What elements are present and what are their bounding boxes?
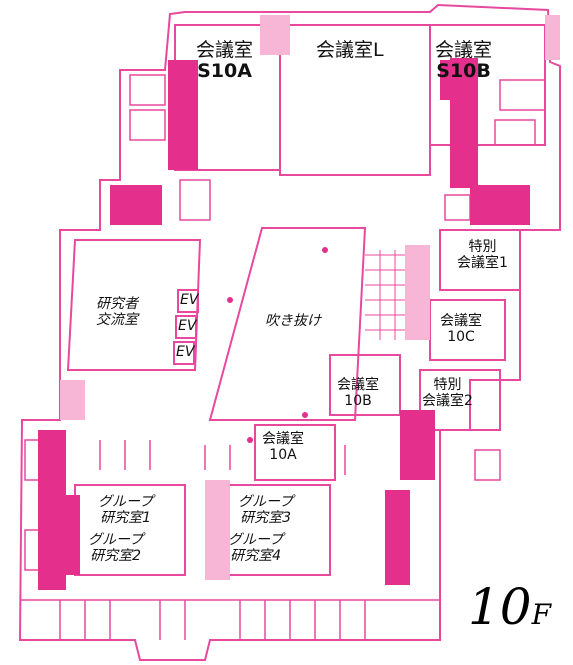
stair-hatch — [365, 250, 410, 340]
room-l-label: 会議室L — [316, 39, 384, 61]
floor-suffix: F — [531, 598, 552, 631]
room-group3-label: グループ 研究室3 — [238, 494, 294, 526]
ev-box-3 — [173, 341, 195, 365]
ev-box-1 — [177, 289, 199, 313]
ev-label-3: EV — [176, 344, 195, 360]
floor-indicator: 10F — [468, 578, 551, 636]
light-tone — [60, 15, 560, 580]
ev-box-2 — [175, 315, 197, 339]
room-group2-label: グループ 研究室2 — [88, 532, 144, 564]
solid-blocks — [38, 58, 530, 590]
lounge-outline — [66, 239, 202, 371]
room-s10a-label: 会議室 S10A — [196, 39, 254, 83]
room-kenkyusha-label: 研究者 交流室 — [96, 296, 138, 328]
tokubetsu2-outline — [419, 369, 501, 431]
ev-label-2: EV — [178, 318, 197, 334]
room-group4-label: グループ 研究室4 — [228, 532, 284, 564]
room-tokubetsu2-label: 特別 会議室2 — [422, 377, 473, 409]
room-10b-label: 会議室 10B — [337, 377, 379, 409]
atrium-outline — [208, 227, 367, 421]
bottom-partitions — [20, 440, 440, 640]
room-10a-label: 会議室 10A — [262, 431, 304, 463]
atrium-label: 吹き抜け — [265, 313, 321, 329]
building-outline — [18, 3, 561, 661]
room-10a-outline — [254, 424, 336, 481]
atrium-dots — [227, 247, 328, 443]
room-tokubetsu1-label: 特別 会議室1 — [457, 239, 508, 271]
room-s10b-label: 会議室 S10B — [435, 39, 493, 83]
ev-label-1: EV — [180, 292, 199, 308]
tokubetsu1-outline — [439, 229, 521, 291]
floor-number: 10 — [468, 578, 532, 636]
room-10c-label: 会議室 10C — [440, 313, 482, 345]
room-group1-label: グループ 研究室1 — [98, 494, 154, 526]
room-10b-outline — [329, 354, 401, 416]
